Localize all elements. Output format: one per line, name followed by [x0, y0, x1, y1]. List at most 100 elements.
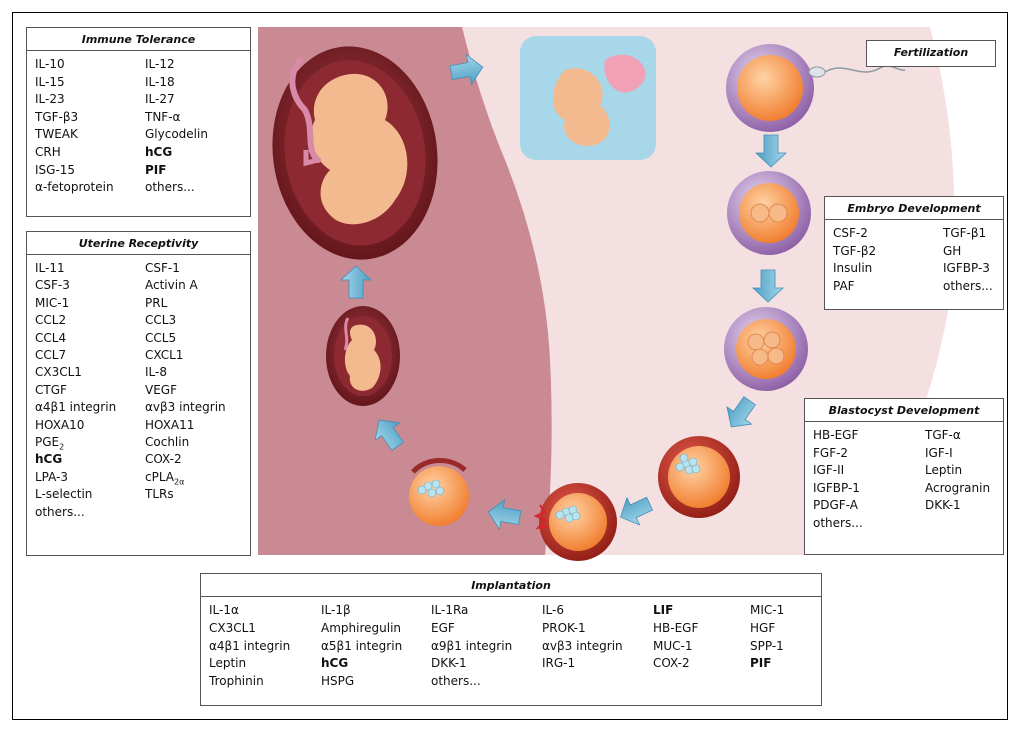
- factor-item: IRG-1: [542, 655, 653, 673]
- factor-name: PIF: [145, 163, 166, 177]
- factor-name: Cochlin: [145, 435, 189, 449]
- factor-name: Trophinin: [209, 674, 264, 688]
- factor-name: IRG-1: [542, 656, 575, 670]
- factor-item: MIC-1: [750, 602, 820, 620]
- factor-item: TGF-β3: [35, 109, 145, 127]
- factor-name: MUC-1: [653, 639, 692, 653]
- factor-name: MIC-1: [750, 603, 784, 617]
- factor-name: COX-2: [145, 452, 182, 466]
- factor-name: IGFBP-1: [813, 481, 860, 495]
- factor-item: α-fetoprotein: [35, 179, 145, 197]
- factor-item: TGF-α: [925, 427, 1005, 445]
- factor-name: TGF-β2: [833, 244, 876, 258]
- factor-name: hCG: [145, 145, 172, 159]
- factor-item: PROK-1: [542, 620, 653, 638]
- factor-name: HSPG: [321, 674, 354, 688]
- factor-item: TWEAK: [35, 126, 145, 144]
- factor-name: TGF-β3: [35, 110, 78, 124]
- factor-name: others...: [813, 516, 863, 530]
- factor-item: PDGF-A: [813, 497, 925, 515]
- factor-item: CCL7: [35, 347, 145, 364]
- factor-name: others...: [943, 279, 993, 293]
- factor-item: CX3CL1: [209, 620, 321, 638]
- factor-name: Leptin: [209, 656, 246, 670]
- factor-item: Amphiregulin: [321, 620, 431, 638]
- factor-item: Insulin: [833, 260, 943, 278]
- factor-item: MIC-1: [35, 295, 145, 312]
- factor-name: IL-18: [145, 75, 175, 89]
- factor-name: IL-11: [35, 261, 65, 275]
- factor-item: PRL: [145, 295, 250, 312]
- immune-tolerance-box: Immune Tolerance IL-10IL-12IL-15IL-18IL-…: [26, 27, 251, 217]
- factor-item: TNF-α: [145, 109, 250, 127]
- factor-item: IL-18: [145, 74, 250, 92]
- factor-item: HSPG: [321, 673, 431, 691]
- factor-name: ISG-15: [35, 163, 75, 177]
- factor-item: HOXA11: [145, 417, 250, 434]
- factor-item: VEGF: [145, 382, 250, 399]
- factor-name: HB-EGF: [813, 428, 858, 442]
- factor-name: PAF: [833, 279, 855, 293]
- factor-item: IL-11: [35, 260, 145, 277]
- factor-name: TGF-β1: [943, 226, 986, 240]
- factor-name: Leptin: [925, 463, 962, 477]
- uterine-receptivity-title: Uterine Receptivity: [27, 232, 250, 255]
- factor-item: TGF-β1: [943, 225, 1003, 243]
- factor-item: COX-2: [145, 451, 250, 468]
- two-cell-embryo: [727, 171, 811, 255]
- factor-item: CCL5: [145, 330, 250, 347]
- factor-name: IL-23: [35, 92, 65, 106]
- factor-name: Activin A: [145, 278, 198, 292]
- factor-item: α4β1 integrin: [209, 638, 321, 656]
- embryo-development-title: Embryo Development: [825, 197, 1003, 220]
- factor-item: PAF: [833, 278, 943, 296]
- factor-item: IGF-I: [925, 445, 1005, 463]
- factor-item: IGF-II: [813, 462, 925, 480]
- factor-item: HB-EGF: [653, 620, 750, 638]
- factor-item: αvβ3 integrin: [542, 638, 653, 656]
- factor-name: IL-1Ra: [431, 603, 468, 617]
- factor-name: HB-EGF: [653, 621, 698, 635]
- factor-name: VEGF: [145, 383, 177, 397]
- factor-name: α9β1 integrin: [431, 639, 512, 653]
- factor-name: COX-2: [653, 656, 690, 670]
- factor-name: TNF-α: [145, 110, 180, 124]
- factor-item: others...: [431, 673, 542, 691]
- early-pregnancy-womb: [326, 306, 400, 406]
- factor-item: CX3CL1: [35, 364, 145, 381]
- immune-tolerance-title: Immune Tolerance: [27, 28, 250, 51]
- factor-name: CCL3: [145, 313, 176, 327]
- factor-item: Acrogranin: [925, 480, 1005, 498]
- factor-name: CTGF: [35, 383, 67, 397]
- factor-name: L-selectin: [35, 487, 92, 501]
- factor-name: hCG: [35, 452, 62, 466]
- factor-item: others...: [35, 504, 145, 521]
- factor-name: CSF-1: [145, 261, 180, 275]
- factor-name: CSF-3: [35, 278, 70, 292]
- factor-item: PIF: [750, 655, 820, 673]
- factor-item: Glycodelin: [145, 126, 250, 144]
- factor-name: Glycodelin: [145, 127, 208, 141]
- factor-item: others...: [943, 278, 1003, 296]
- factor-name: TLRs: [145, 487, 174, 501]
- factor-item: Leptin: [209, 655, 321, 673]
- factor-item: CSF-3: [35, 277, 145, 294]
- factor-name: TWEAK: [35, 127, 78, 141]
- factor-item: CXCL1: [145, 347, 250, 364]
- factor-item: α4β1 integrin: [35, 399, 145, 416]
- factor-item: HGF: [750, 620, 820, 638]
- factor-name: CCL7: [35, 348, 66, 362]
- factor-item: CSF-1: [145, 260, 250, 277]
- factor-item: Cochlin: [145, 434, 250, 451]
- factor-name: HOXA11: [145, 418, 194, 432]
- factor-item: IL-1Ra: [431, 602, 542, 620]
- factor-name: αvβ3 integrin: [542, 639, 623, 653]
- factor-item: CCL4: [35, 330, 145, 347]
- factor-item: CRH: [35, 144, 145, 162]
- factor-name: LIF: [653, 603, 673, 617]
- factor-name: IL-6: [542, 603, 564, 617]
- factor-name: PROK-1: [542, 621, 586, 635]
